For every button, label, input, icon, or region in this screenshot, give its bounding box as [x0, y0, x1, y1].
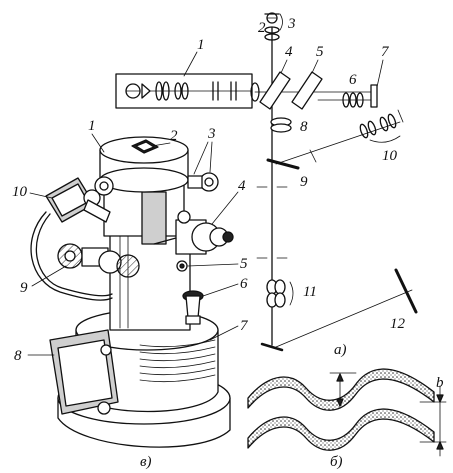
inst-label-8: 8 [14, 348, 22, 364]
brace-3 [279, 13, 283, 31]
specimen-surface [260, 342, 284, 352]
inst-label-3: 3 [207, 126, 216, 142]
instrument-view: 1 2 3 10 4 5 6 7 9 8 в) [12, 118, 249, 470]
inst-label-6: 6 [240, 276, 248, 292]
schem-label-7: 7 [381, 44, 390, 60]
knobs-3 [94, 172, 219, 196]
housing-ribs [139, 339, 216, 383]
schem-label-9: 9 [300, 174, 308, 190]
schem-label-4: 4 [285, 44, 293, 60]
top-optics [264, 12, 280, 41]
inst-label-7: 7 [240, 318, 249, 334]
schem-label-3: 3 [287, 16, 296, 32]
inst-label-4: 4 [238, 178, 246, 194]
eyepiece-screen-7 [370, 84, 378, 108]
beam-splitter-4 [259, 71, 291, 110]
schematic-caption: а) [334, 342, 347, 358]
schem-label-6: 6 [349, 72, 357, 88]
specimen-holder-6 [185, 295, 201, 319]
cable [30, 211, 113, 301]
profile-caption: б) [330, 454, 343, 470]
lens-8 [270, 117, 292, 133]
schem-label-12: 12 [390, 316, 406, 332]
surface-profile: b б) [247, 368, 447, 470]
mirror-12 [394, 268, 418, 314]
mirror-9 [256, 121, 401, 188]
eyepiece-4 [153, 210, 234, 255]
objective-11 [266, 279, 286, 308]
side-box-8 [49, 329, 119, 415]
schem-label-1: 1 [197, 37, 205, 53]
illuminator-10 [45, 177, 111, 223]
lens-group-6 [317, 92, 373, 108]
schem-label-5: 5 [316, 44, 324, 60]
light-source-assembly [115, 73, 260, 109]
instrument-caption: в) [140, 454, 152, 470]
inst-label-5: 5 [240, 256, 248, 272]
inst-label-2: 2 [170, 128, 178, 144]
profile-band-lower [247, 408, 435, 451]
center-block [141, 191, 167, 245]
inst-label-10: 10 [12, 184, 28, 200]
schem-label-10: 10 [382, 148, 398, 164]
prism-5 [291, 71, 323, 110]
profile-dimension-label: b [436, 375, 444, 391]
inst-label-9: 9 [20, 280, 28, 296]
schem-label-2: 2 [258, 20, 266, 36]
adjustment-knobs-9 [57, 243, 140, 278]
brace-11 [289, 281, 294, 306]
schem-label-8: 8 [300, 119, 308, 135]
optical-schematic: 2 3 1 4 5 6 7 8 9 10 11 12 а) [115, 12, 418, 358]
inst-label-1: 1 [88, 118, 96, 134]
schem-label-11: 11 [303, 284, 317, 300]
lens-group-10 [359, 109, 404, 143]
